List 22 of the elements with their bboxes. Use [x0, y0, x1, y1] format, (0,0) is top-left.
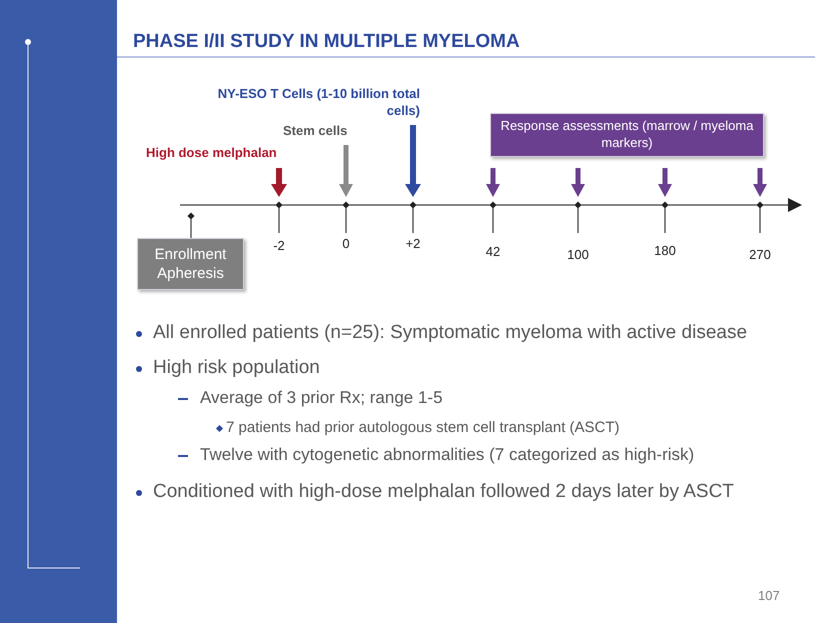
day-label: +2 [404, 236, 422, 251]
page-number: 107 [758, 588, 780, 603]
bullet-text: All enrolled patients (n=25): Symptomatic myeloma with active disease [153, 322, 748, 344]
day-label: 270 [748, 247, 772, 262]
day-label: 42 [484, 244, 502, 259]
bullet-text: Average of 3 prior Rx; range 1-5 [200, 388, 443, 408]
enrollment-box [137, 238, 244, 290]
box-label: Response assessments (marrow / myeloma markers) [500, 118, 754, 152]
day-label: 0 [341, 236, 351, 251]
bullet-text: 7 patients had prior autologous stem cell transplant (ASCT) [226, 419, 620, 436]
day-label: -2 [272, 238, 286, 253]
day-label: 100 [566, 247, 590, 262]
event-label: High dose melphalan [146, 145, 278, 162]
box-label: Enrollment Apheresis [154, 244, 228, 284]
bullet-text: Conditioned with high-dose melphalan followed 2 days later by ASCT [153, 481, 734, 503]
response-assessment-box [490, 113, 764, 157]
event-label: NY-ESO T Cells (1-10 billion total cells) [216, 86, 420, 120]
slide-title: PHASE I/II STUDY IN MULTIPLE MYELOMA [133, 31, 520, 53]
event-label: Stem cells [283, 123, 348, 140]
bullet-text: Twelve with cytogenetic abnormalities (7 categorized as high-risk) [200, 445, 694, 465]
bullet-text: High risk population [153, 357, 320, 379]
day-label: 180 [653, 243, 677, 258]
